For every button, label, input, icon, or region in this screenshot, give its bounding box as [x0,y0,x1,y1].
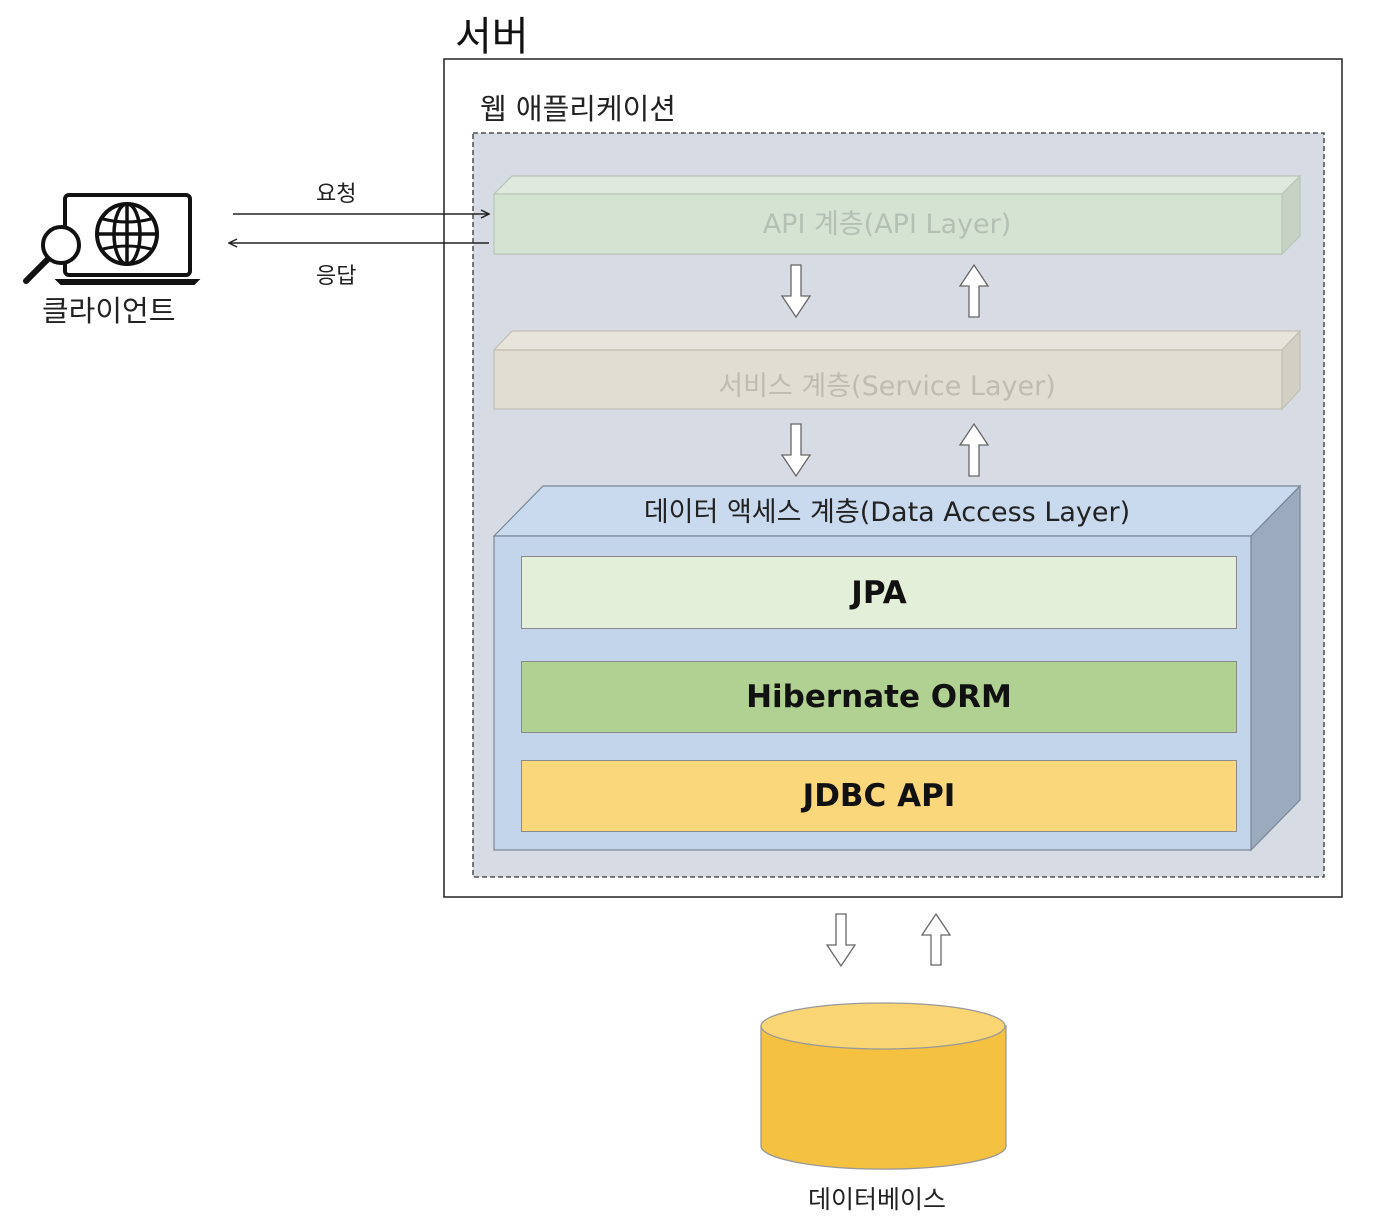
database-cylinder-icon [760,1002,1007,1170]
jpa-label: JPA [851,574,907,611]
jdbc-api-box: JDBC API [521,760,1237,832]
up-arrow-icon [920,912,952,966]
up-arrow-icon [958,263,990,318]
api-layer-label: API 계층(API Layer) [762,209,1012,240]
hibernate-orm-label: Hibernate ORM [746,679,1012,715]
response-label: 응답 [316,264,357,289]
client-label: 클라이언트 [42,294,176,328]
web-application-title: 웹 애플리케이션 [480,92,676,126]
data-access-layer-label: 데이터 액세스 계층(Data Access Layer) [643,497,1131,528]
hibernate-orm-box: Hibernate ORM [521,661,1237,733]
down-arrow-icon [780,264,812,319]
database-label: 데이터베이스 [808,1185,947,1214]
server-title: 서버 [455,14,529,60]
jdbc-api-label: JDBC API [802,778,956,814]
laptop-globe-search-icon [23,193,201,285]
service-layer-label: 서비스 계층(Service Layer) [718,371,1056,402]
api-layer-block [492,174,1302,256]
up-arrow-icon [958,422,990,477]
down-arrow-icon [825,913,857,968]
service-layer-block [492,329,1302,411]
down-arrow-icon [780,423,812,478]
request-label: 요청 [316,182,357,207]
jpa-box: JPA [521,556,1237,629]
